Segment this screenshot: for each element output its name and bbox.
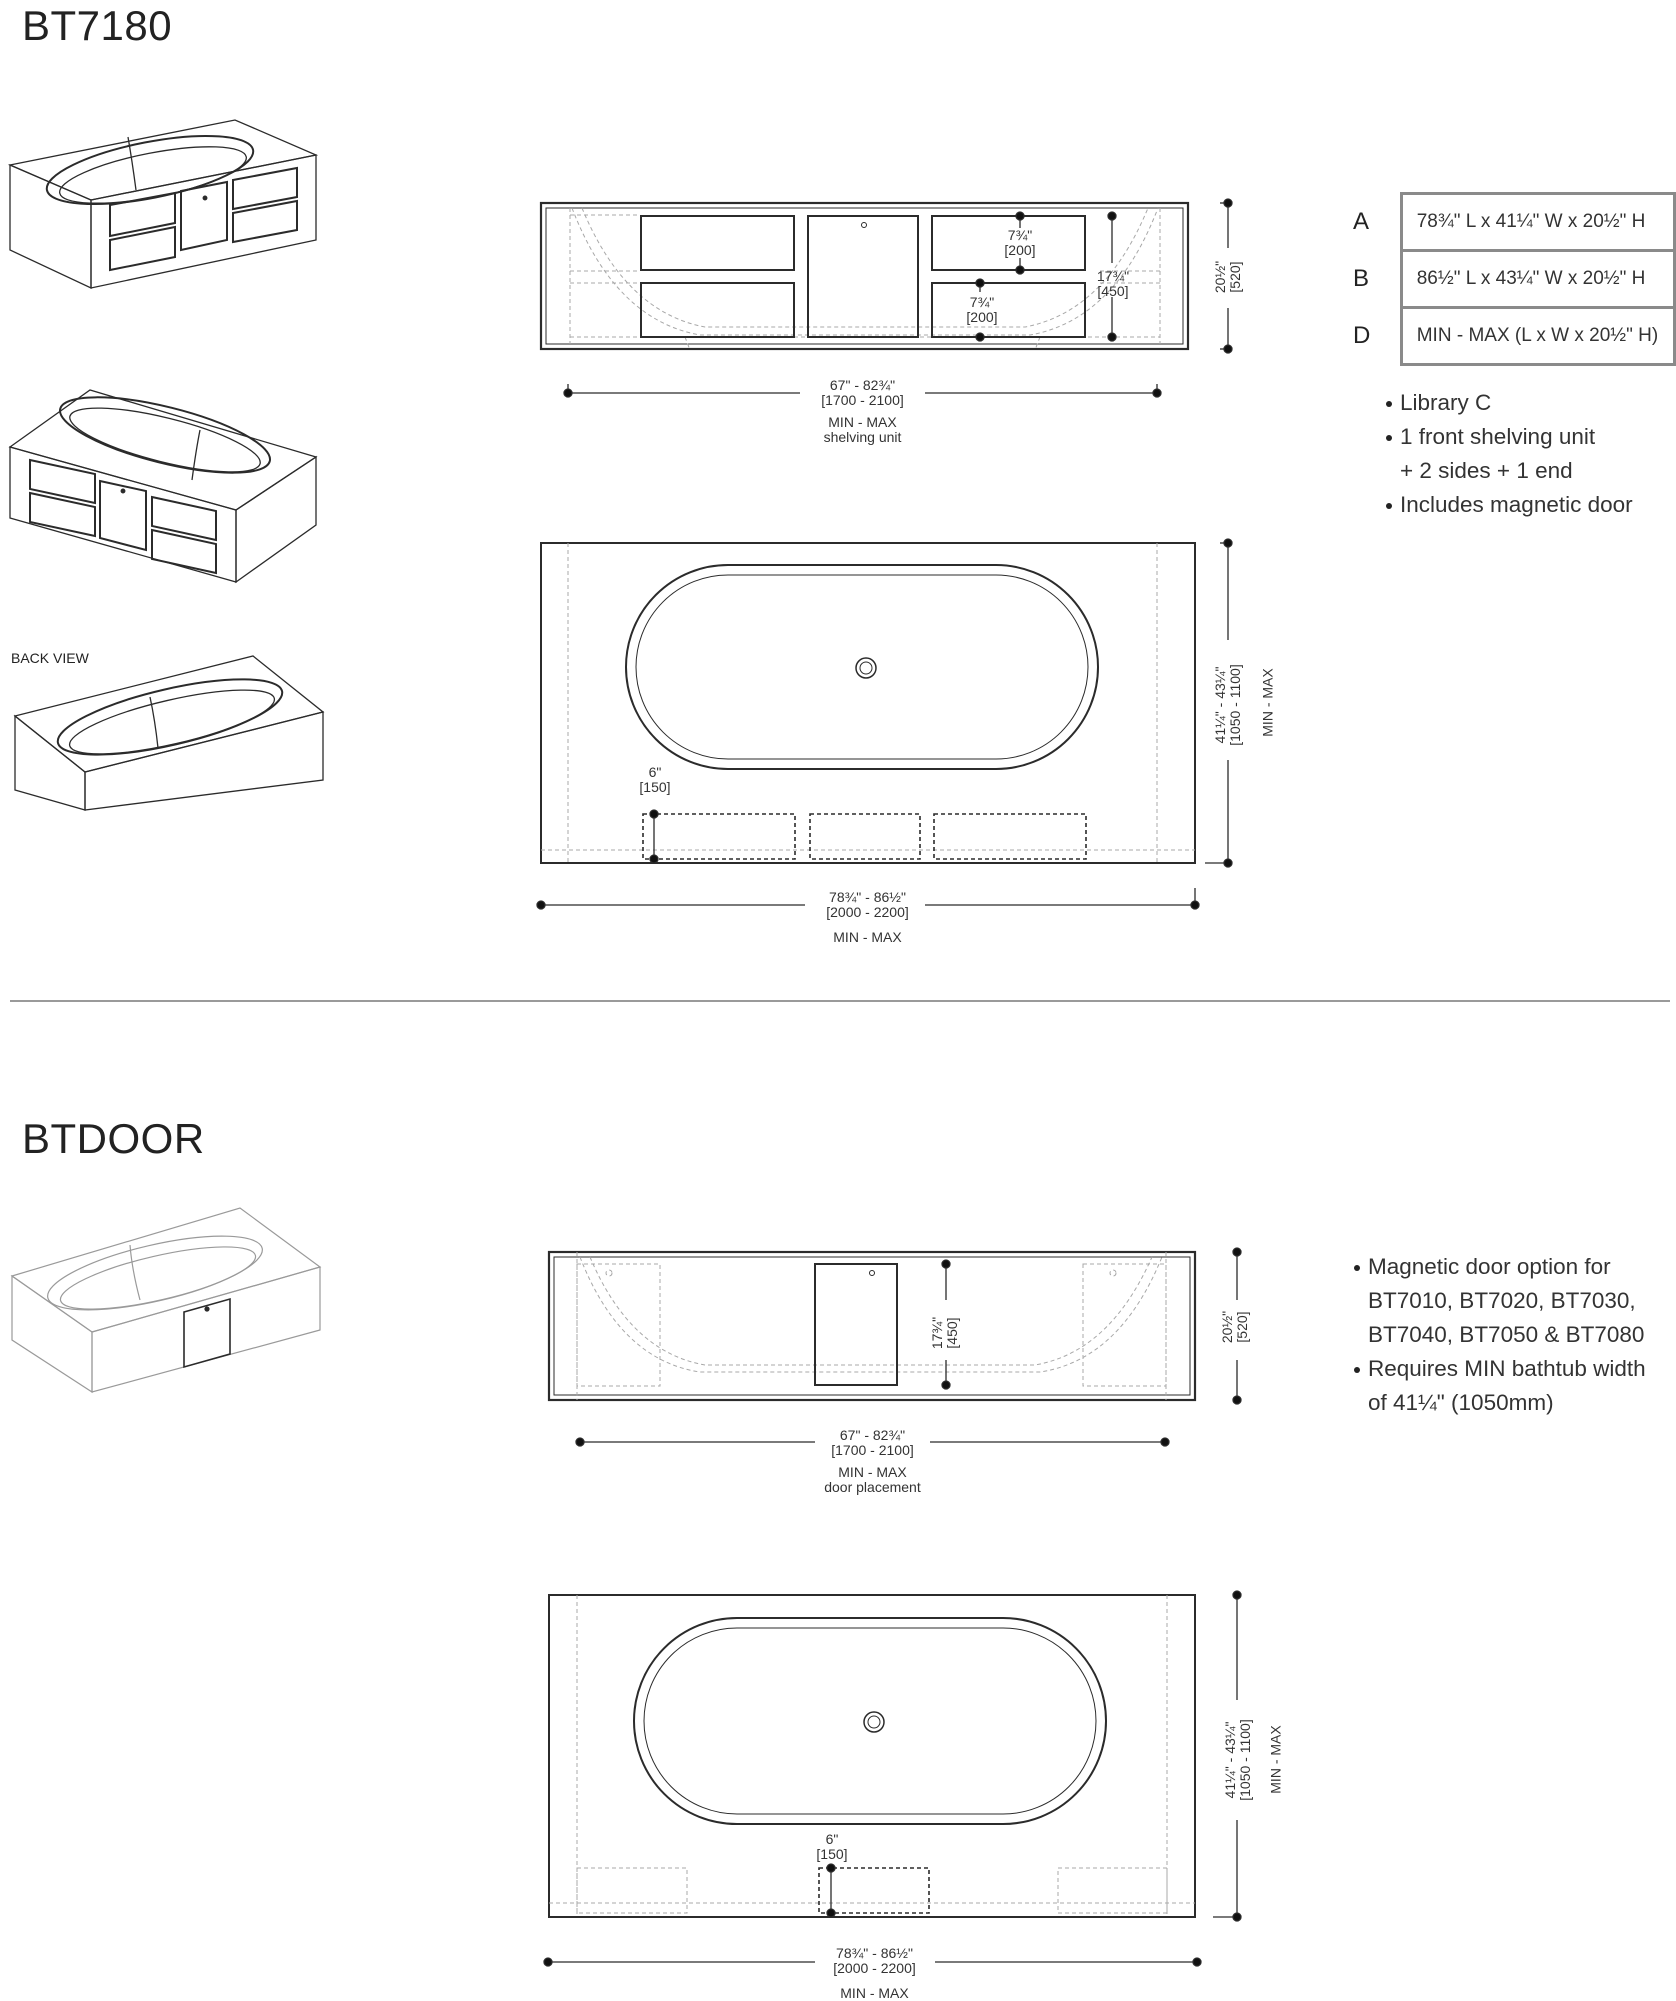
section-divider xyxy=(10,1000,1670,1002)
bullet-item: Includes magnetic door xyxy=(1386,488,1633,522)
section-title-btdoor: BTDOOR xyxy=(22,1115,205,1162)
dim-length-door-placement: 67" - 82¾" [1700 - 2100] MIN - MAX door … xyxy=(824,1427,921,1495)
feature-list-bt7180: Library C 1 front shelving unit + 2 side… xyxy=(1386,386,1633,522)
dim-length-shelving: 67" - 82¾" [1700 - 2100] MIN - MAX shelv… xyxy=(821,377,904,445)
bullet-item: 1 front shelving unit xyxy=(1386,420,1633,454)
dim-btdoor-plan-depth: 6" [150] xyxy=(816,1831,848,1862)
isometric-view-btdoor xyxy=(10,1207,322,1394)
bullet-continuation: + 2 sides + 1 end xyxy=(1400,458,1573,483)
isometric-view-front-left xyxy=(8,389,318,584)
bullet-continuation: BT7040, BT7050 & BT7080 xyxy=(1368,1322,1645,1347)
front-elevation-bt7180 xyxy=(539,198,1233,398)
bullet-continuation: of 41¼" (1050mm) xyxy=(1368,1390,1554,1415)
dim-plan-length: 78¾" - 86½" [2000 - 2200] MIN - MAX xyxy=(826,889,909,945)
spec-row-b: B 86½" L x 43¼" W x 20½" H xyxy=(1352,249,1676,309)
spec-row-d: D MIN - MAX (L x W x 20½" H) xyxy=(1352,306,1676,366)
dim-btdoor-plan-width: 41¼" - 43¼" [1050 - 1100] xyxy=(1222,1719,1253,1801)
dim-btdoor-plan-length: 78¾" - 86½" [2000 - 2200] MIN - MAX xyxy=(833,1945,916,2001)
section-title-bt7180: BT7180 xyxy=(22,2,173,49)
bullet-item: Magnetic door option for xyxy=(1354,1250,1646,1284)
bullet-item: Library C xyxy=(1386,386,1633,420)
dim-plan-depth: 6" [150] xyxy=(639,764,671,795)
back-view-label: BACK VIEW xyxy=(11,650,89,666)
dim-unit-height: 17¾" [450] xyxy=(1096,268,1130,299)
feature-list-btdoor: Magnetic door option for BT7010, BT7020,… xyxy=(1354,1250,1646,1420)
isometric-view-front-right xyxy=(7,119,319,290)
isometric-view-back xyxy=(13,655,325,811)
dim-shelf-top: 7¾" [200] xyxy=(1004,227,1036,258)
dim-shelf-bottom: 7¾" [200] xyxy=(966,294,998,325)
bullet-continuation: BT7010, BT7020, BT7030, xyxy=(1368,1288,1636,1313)
spec-row-a: A 78¾" L x 41¼" W x 20½" H xyxy=(1352,192,1676,252)
specs-table: A 78¾" L x 41¼" W x 20½" H B 86½" L x 43… xyxy=(1352,192,1676,366)
dim-btdoor-plan-width-note: MIN - MAX xyxy=(1267,1725,1284,1794)
plan-view-bt7180 xyxy=(536,538,1233,910)
bullet-item: Requires MIN bathtub width xyxy=(1354,1352,1646,1386)
